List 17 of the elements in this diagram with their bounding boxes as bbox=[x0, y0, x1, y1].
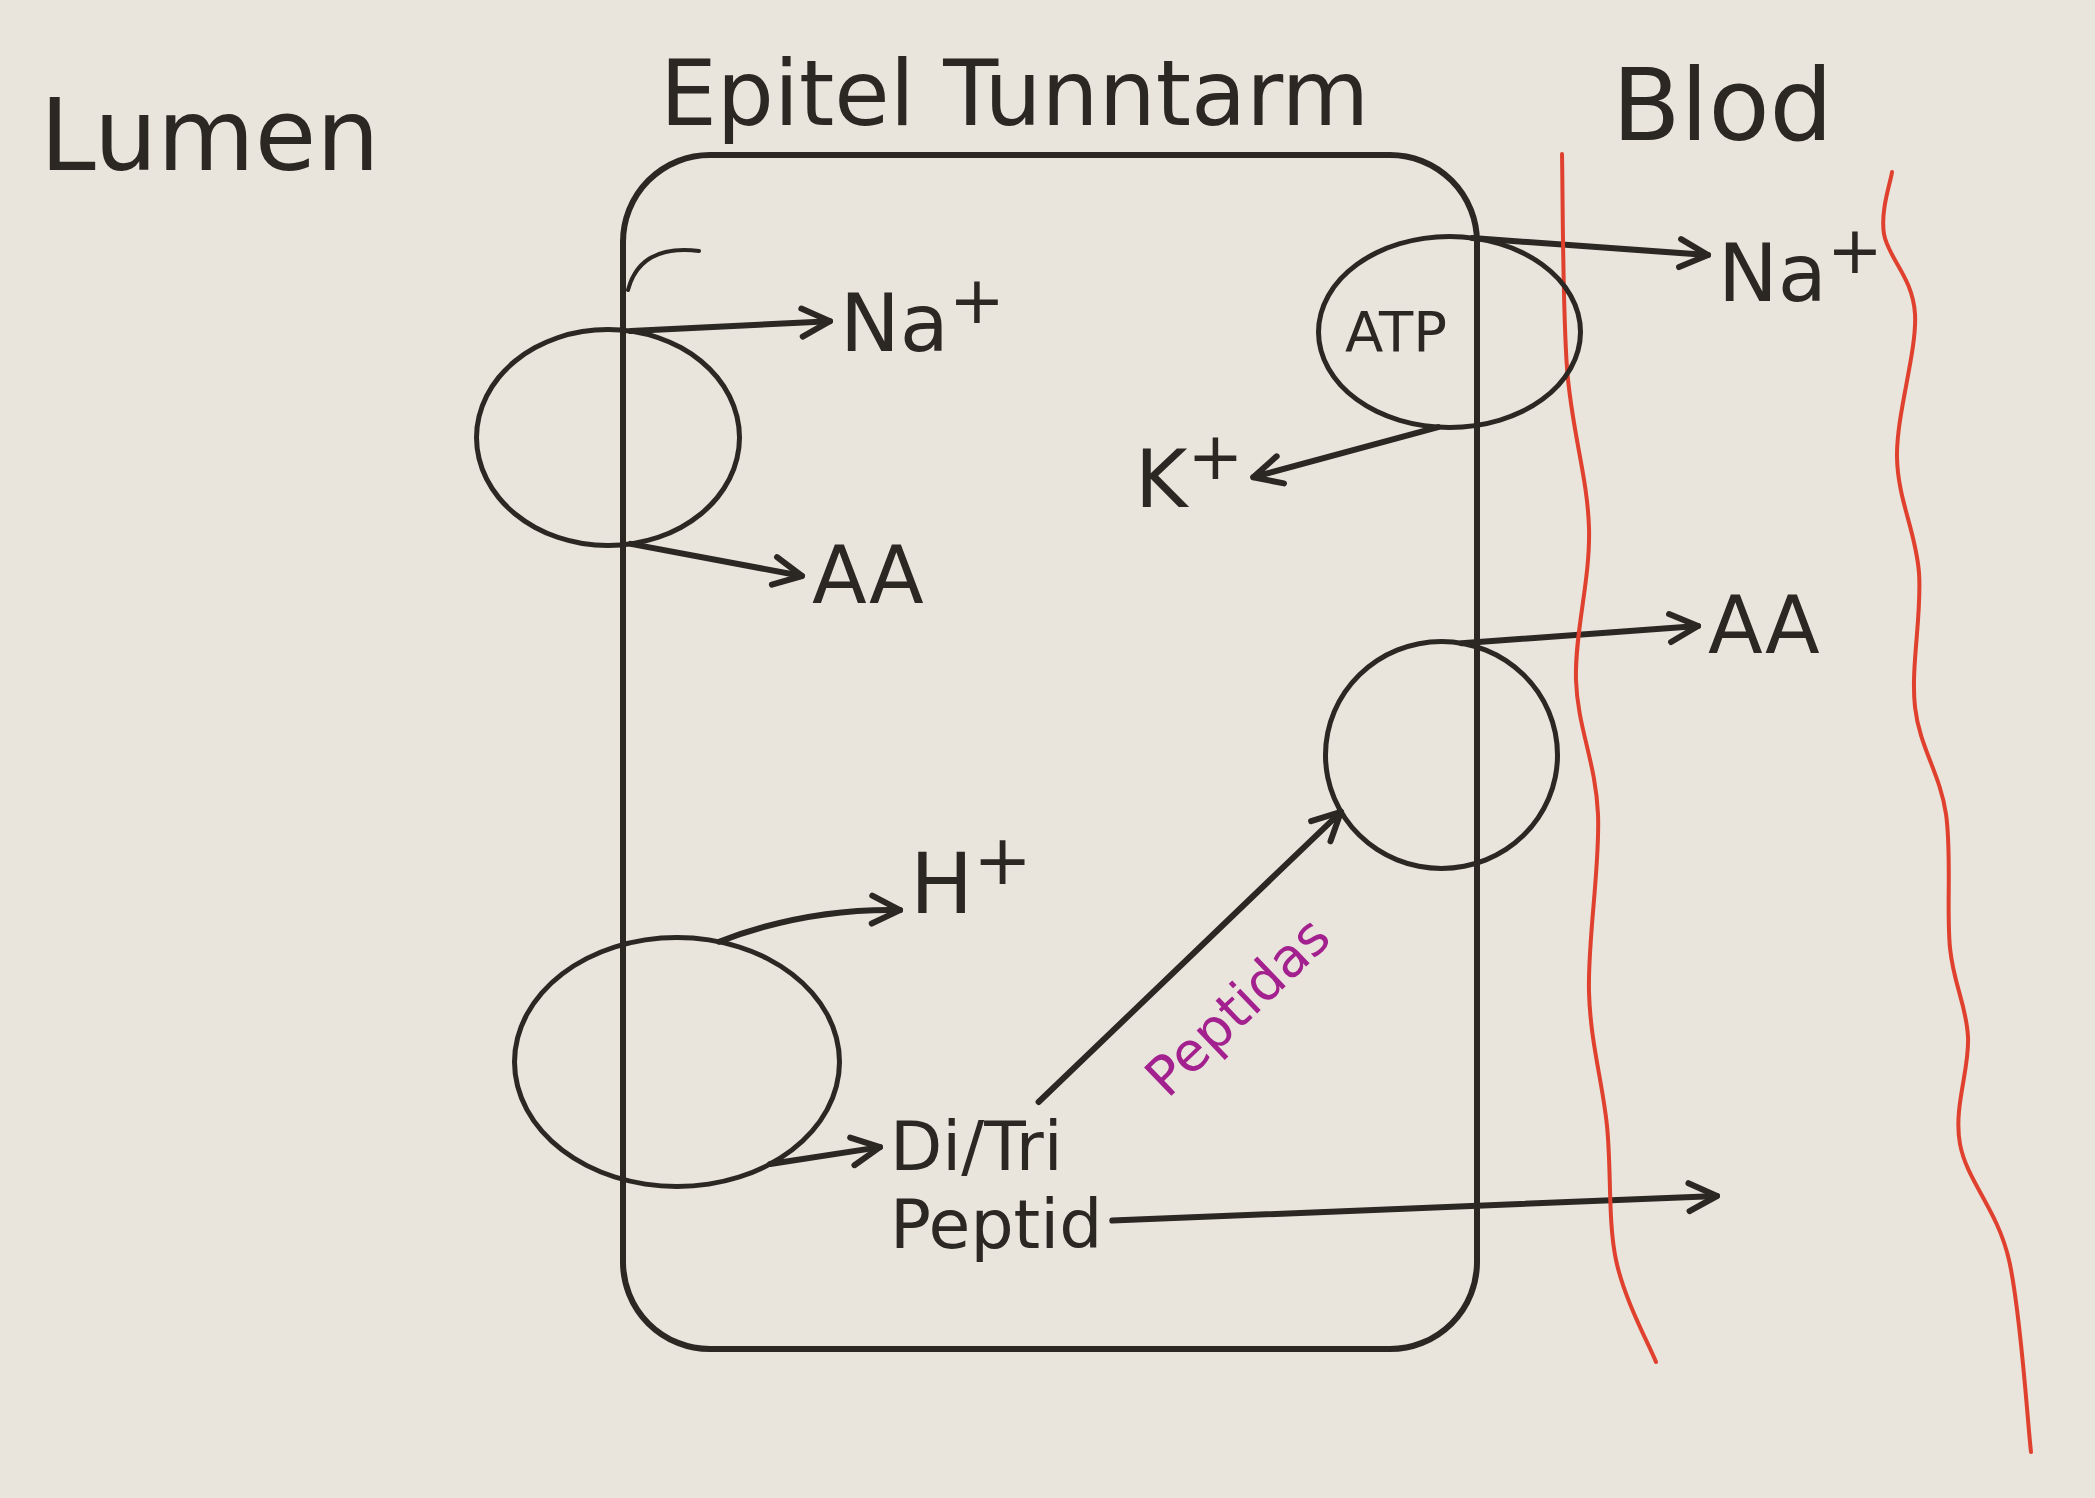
region-label: Blod bbox=[1612, 48, 1834, 163]
ion-label: Na$^{+}$ bbox=[1718, 212, 1883, 320]
region-label: Lumen bbox=[40, 78, 380, 193]
pump-circle bbox=[1316, 234, 1583, 430]
transporter-circle bbox=[512, 935, 842, 1189]
transporter-circle bbox=[474, 327, 742, 548]
transporter-circle bbox=[1323, 639, 1560, 871]
substance-label: AA bbox=[1708, 580, 1820, 672]
ion-label: Na$^{+}$ bbox=[840, 262, 1005, 370]
arrow bbox=[1109, 1180, 1720, 1224]
ion-label: H$^{+}$ bbox=[910, 820, 1032, 933]
substance-label: Di/Tri Peptid bbox=[890, 1108, 1103, 1265]
pump-label: ATP bbox=[1345, 298, 1447, 366]
cell-heading: Epitel Tunntarm bbox=[660, 40, 1370, 148]
substance-label: AA bbox=[812, 530, 924, 622]
arrow bbox=[1035, 808, 1344, 1105]
ion-label: K$^{+}$ bbox=[1135, 418, 1244, 526]
